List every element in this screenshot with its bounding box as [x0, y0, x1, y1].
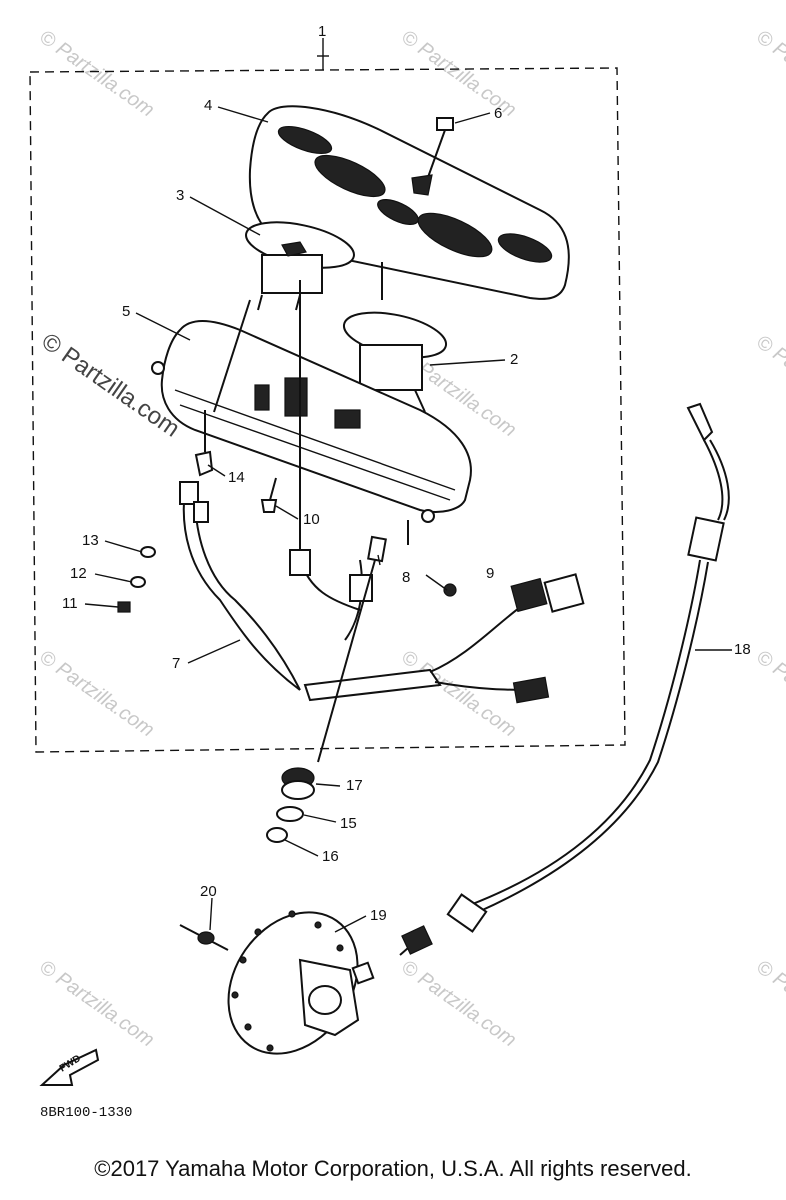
- speedometer-gear: [227, 910, 375, 1055]
- watermark-text: © Partzilla.com: [752, 956, 786, 1051]
- callout-7: 7: [172, 655, 180, 672]
- callout-2: 2: [510, 351, 518, 368]
- callouts: 1 4 6 3 5 2 14 10 8 9 13 12 11 7 18 17 1…: [62, 23, 751, 924]
- gauge-left: [245, 221, 355, 311]
- callout-8: 8: [402, 569, 410, 586]
- callout-11: 11: [62, 595, 78, 612]
- small-screw: [407, 520, 457, 597]
- callout-1: 1: [318, 23, 326, 40]
- watermark-text: © Partzilla.com: [752, 26, 786, 121]
- watermark-text: © Partzilla.com: [35, 646, 158, 741]
- callout-15: 15: [340, 815, 357, 832]
- callout-14: 14: [228, 469, 245, 486]
- callout-9: 9: [486, 565, 494, 582]
- watermark-text: © Partzilla.com: [397, 646, 520, 741]
- callout-18: 18: [734, 641, 751, 658]
- mount-hardware: [266, 559, 376, 843]
- callout-3: 3: [176, 187, 184, 204]
- forward-arrow: FWD: [39, 1048, 100, 1086]
- spacer-pin: [179, 924, 229, 951]
- leader-lines: [84, 106, 732, 933]
- watermark-text: © Partzilla.com: [35, 26, 158, 121]
- wire-harness: [179, 279, 585, 704]
- callout-20: 20: [200, 883, 217, 900]
- callout-5: 5: [122, 303, 130, 320]
- meter-case: [151, 299, 472, 523]
- callout-16: 16: [322, 848, 339, 865]
- watermark-text: © Partzilla.com: [752, 331, 786, 426]
- callout-13: 13: [82, 532, 99, 549]
- case-screw: [260, 477, 278, 513]
- bulb-socket: [194, 410, 214, 477]
- watermark-text: © Partzilla.com: [35, 956, 158, 1051]
- callout-4: 4: [204, 97, 212, 114]
- cover-screw: [411, 117, 454, 196]
- callout-10: 10: [303, 511, 320, 528]
- fasteners-left: [117, 546, 156, 613]
- callout-17: 17: [346, 777, 363, 794]
- watermark-text: © Partzilla.com: [397, 956, 520, 1051]
- watermark-text: © Partzilla.com: [752, 646, 786, 741]
- callout-19: 19: [370, 907, 387, 924]
- gauge-right: [342, 262, 448, 413]
- drawing-code: 8BR100-1330: [40, 1105, 132, 1121]
- copyright-notice: ©2017 Yamaha Motor Corporation, U.S.A. A…: [94, 1156, 692, 1181]
- grommet: [367, 535, 387, 563]
- speedometer-cable: [399, 402, 730, 956]
- assembly-boundary: [29, 38, 626, 753]
- callout-6: 6: [494, 105, 502, 122]
- callout-12: 12: [70, 565, 87, 582]
